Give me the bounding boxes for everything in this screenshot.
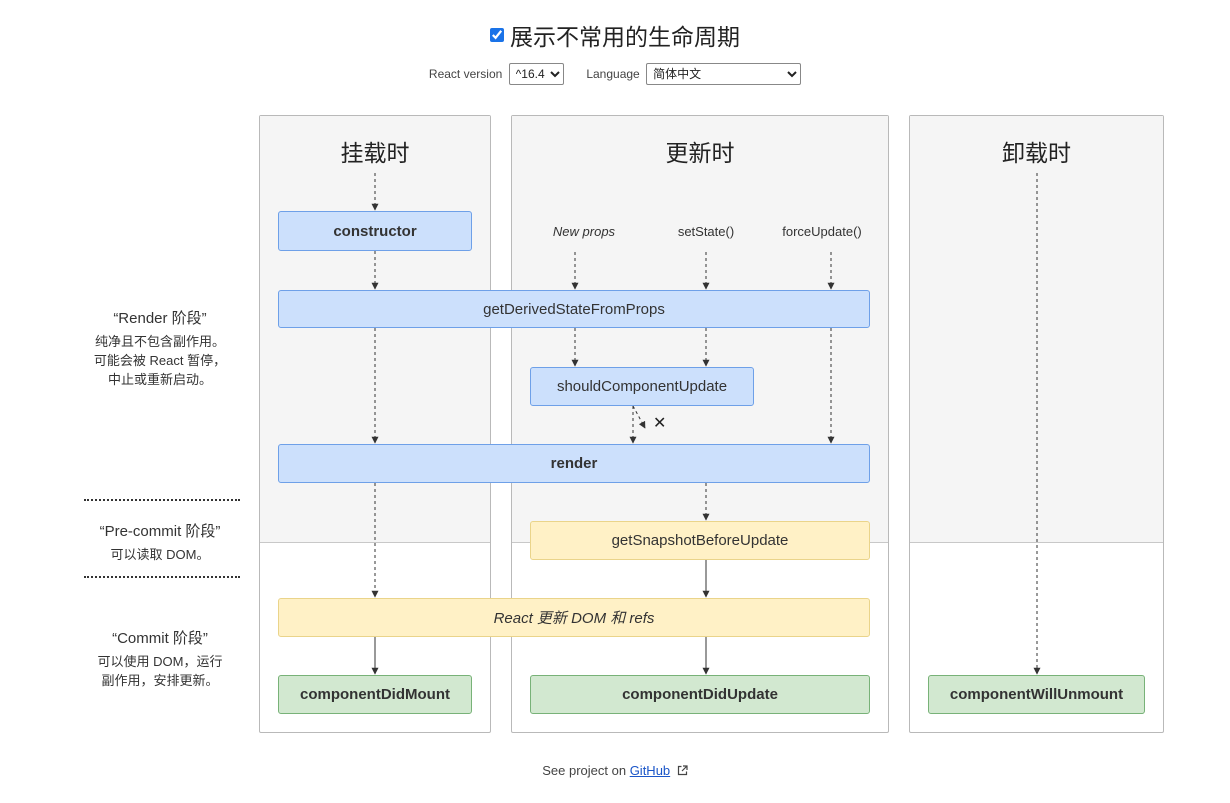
trigger-force-update: forceUpdate() <box>782 224 862 239</box>
constructor-box: constructor <box>278 211 472 251</box>
footer-prefix: See project on <box>542 763 627 778</box>
precommit-phase-title: “Pre-commit 阶段” <box>99 523 221 540</box>
trigger-set-state: setState() <box>677 224 735 239</box>
updating-title: 更新时 <box>665 140 735 166</box>
unmounting-title: 卸载时 <box>1002 140 1071 166</box>
get-snapshot-before-update-box: getSnapshotBeforeUpdate <box>530 521 870 560</box>
external-link-icon <box>677 764 688 779</box>
updating-column: 更新时 <box>511 115 889 733</box>
mounting-column: 挂载时 <box>259 115 491 733</box>
react-version-select[interactable]: ^16.4 <box>508 63 564 85</box>
language-label: Language <box>586 67 640 81</box>
should-component-update-box: shouldComponentUpdate <box>530 367 754 406</box>
skip-update-mark: ✕ <box>653 415 667 432</box>
precommit-phase-label: “Pre-commit 阶段” 可以读取 DOM。 <box>40 520 280 564</box>
commit-phase-desc-1: 可以使用 DOM，运行 <box>97 654 223 669</box>
trigger-new-props: New props <box>552 224 616 239</box>
commit-phase-title: “Commit 阶段” <box>112 630 208 647</box>
show-uncommon-toggle[interactable]: 展示不常用的生命周期 <box>490 18 740 52</box>
precommit-phase-desc: 可以读取 DOM。 <box>110 547 210 562</box>
mounting-title: 挂载时 <box>340 140 410 166</box>
header: 展示不常用的生命周期 <box>0 18 1230 52</box>
component-did-update-box: componentDidUpdate <box>530 675 870 714</box>
phase-divider-top <box>84 499 240 501</box>
commit-phase-desc-2: 副作用，安排更新。 <box>101 673 219 688</box>
react-version-label: React version <box>428 67 503 81</box>
render-phase-desc-1: 纯净且不包含副作用。 <box>94 334 225 349</box>
render-phase-title: “Render 阶段” <box>113 310 207 327</box>
phase-divider-bottom <box>84 576 240 578</box>
react-updates-dom-box: React 更新 DOM 和 refs <box>278 598 870 637</box>
controls-bar: React version ^16.4 Language 简体中文 <box>0 63 1230 85</box>
commit-phase-label: “Commit 阶段” 可以使用 DOM，运行 副作用，安排更新。 <box>40 627 280 690</box>
get-derived-state-from-props-box: getDerivedStateFromProps <box>278 290 870 328</box>
render-phase-desc-3: 中止或重新启动。 <box>107 372 212 387</box>
component-will-unmount-box: componentWillUnmount <box>928 675 1145 714</box>
unmounting-column: 卸载时 <box>909 115 1164 733</box>
unmounting-render-phase-area <box>910 116 1163 543</box>
render-box: render <box>278 444 870 483</box>
show-uncommon-checkbox[interactable] <box>490 28 504 42</box>
footer: See project on GitHub <box>0 763 1230 779</box>
component-did-mount-box: componentDidMount <box>278 675 472 714</box>
render-phase-label: “Render 阶段” 纯净且不包含副作用。 可能会被 React 暂停， 中止… <box>40 307 280 389</box>
github-link[interactable]: GitHub <box>629 763 671 778</box>
show-uncommon-label: 展示不常用的生命周期 <box>510 24 740 50</box>
language-select[interactable]: 简体中文 <box>646 63 802 85</box>
render-phase-desc-2: 可能会被 React 暂停， <box>93 353 227 368</box>
